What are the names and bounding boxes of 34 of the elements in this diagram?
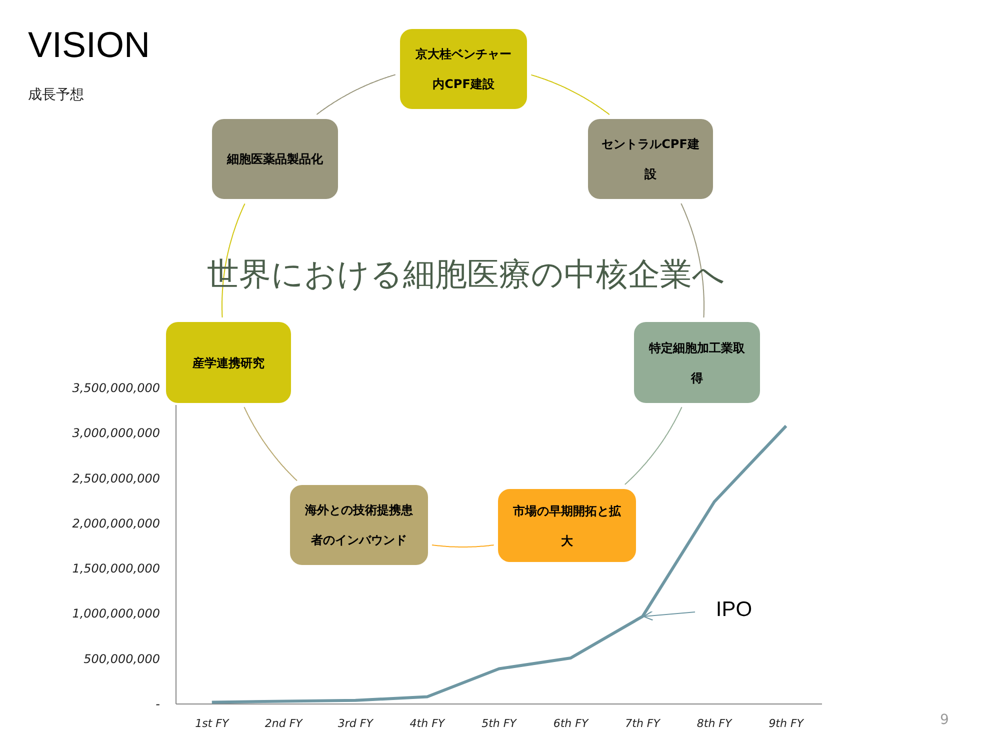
- axis-tick-label: 7th FY: [625, 717, 660, 730]
- axis-tick-label: 6th FY: [553, 717, 588, 730]
- process-box: 産学連携研究: [166, 322, 291, 403]
- axis-tick-label: 1st FY: [195, 717, 229, 730]
- axis-tick-label: 2nd FY: [264, 717, 302, 730]
- axis-tick-label: 2,500,000,000: [72, 471, 160, 486]
- axis-tick-label: 4th FY: [410, 717, 445, 730]
- axis-tick-label: 1,000,000,000: [72, 606, 160, 621]
- axis-tick-label: 1,500,000,000: [72, 562, 160, 576]
- axis-tick-label: 3rd FY: [338, 717, 373, 730]
- process-box: 京大桂ベンチャー内CPF建設: [400, 29, 527, 109]
- subtitle: 成長予想: [28, 86, 84, 104]
- axis-tick-label: 8th FY: [696, 717, 732, 730]
- axis-tick-label: 3,500,000,000: [72, 381, 160, 395]
- leader-arrow: [643, 610, 696, 621]
- axis-tick-label: -: [156, 697, 160, 711]
- callout-text: IPO: [712, 596, 756, 624]
- axis-tick-label: 9th FY: [768, 717, 804, 730]
- process-box: 市場の早期開拓と拡大: [498, 489, 636, 562]
- axis-tick-label: 2,000,000,000: [72, 516, 160, 530]
- cycle-arc: [624, 406, 682, 485]
- cycle-arc: [530, 74, 610, 116]
- cycle-arc: [244, 406, 298, 482]
- axis-tick-label: 500,000,000: [84, 652, 160, 666]
- process-box: 海外との技術提携患者のインバウンド: [290, 485, 428, 565]
- process-box: セントラルCPF建設: [588, 119, 713, 199]
- process-box: 細胞医薬品製品化: [212, 119, 338, 199]
- process-box: 特定細胞加工業取得: [634, 322, 760, 403]
- axis-tick-label: 5th FY: [482, 717, 516, 730]
- cycle-arc: [316, 74, 396, 115]
- cycle-arc: [432, 544, 494, 548]
- page-number: 9: [940, 712, 949, 728]
- axis-tick-label: 3,000,000,000: [72, 426, 160, 440]
- slide-title: VISION: [28, 24, 150, 66]
